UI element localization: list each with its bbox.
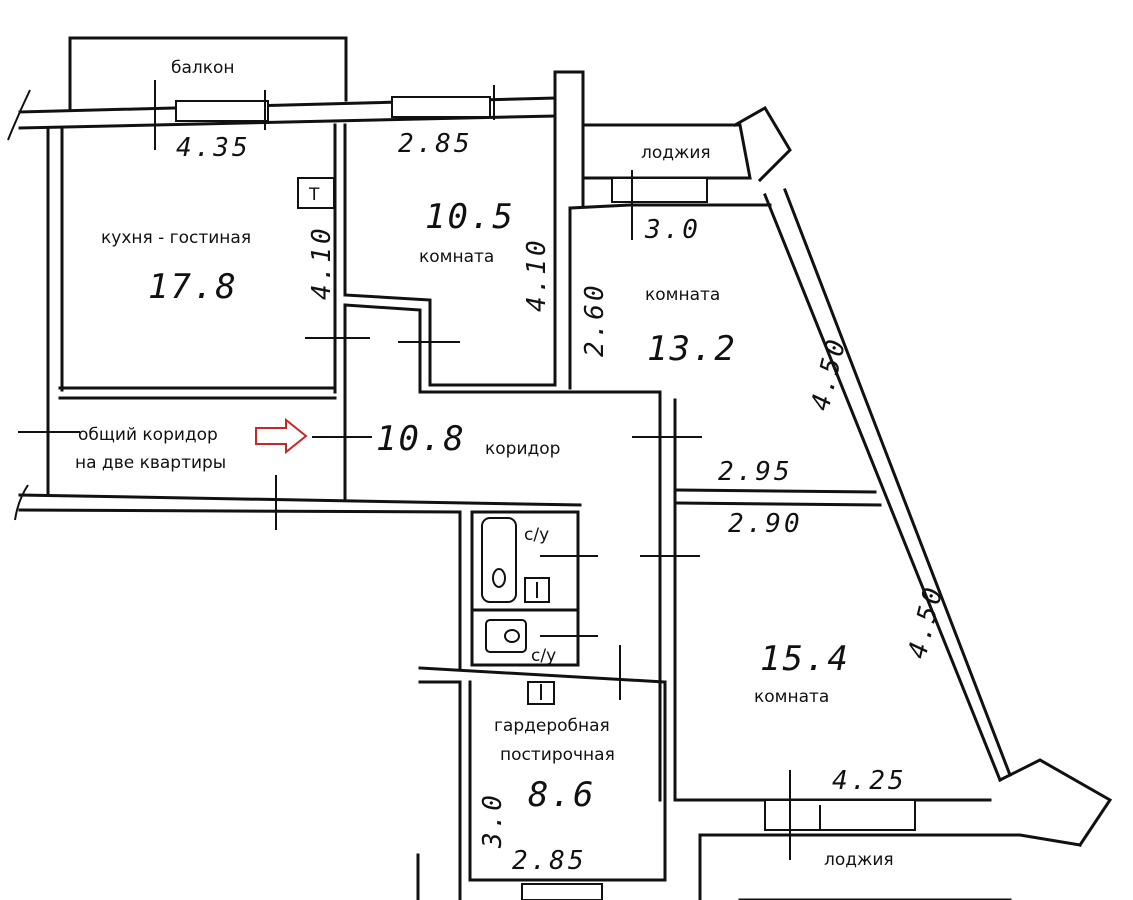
label-corridor: коридор	[485, 439, 560, 459]
area-room-a: 10.5	[425, 197, 515, 237]
area-room-b: 13.2	[647, 329, 737, 369]
walls	[7, 36, 1113, 900]
dim-room-c-right: 4.50	[903, 582, 950, 662]
arrow-icon	[255, 417, 308, 455]
label-wc-2: с/у	[531, 646, 556, 666]
dim-wardrobe-width: 2.85	[512, 846, 587, 876]
dim-kitchen-width: 4.35	[176, 133, 251, 163]
dim-room-c-top: 2.90	[728, 509, 803, 539]
dim-room-b-right: 4.50	[806, 334, 853, 414]
label-wc-1: с/у	[524, 525, 549, 545]
label-loggia-bottom: лоджия	[824, 850, 894, 870]
riser-icon	[297, 177, 335, 209]
bathtub-icon	[481, 517, 517, 603]
dim-room-a-width: 2.85	[398, 129, 473, 159]
area-kitchen: 17.8	[148, 267, 238, 307]
dim-wardrobe-depth: 3.0	[478, 792, 508, 849]
window-kitchen	[175, 100, 269, 122]
label-loggia-top: лоджия	[641, 143, 711, 163]
door-marks	[18, 80, 821, 860]
label-room-c: комната	[754, 687, 829, 707]
dim-room-a-depth: 4.10	[522, 237, 552, 312]
dim-room-b-bottom: 2.95	[718, 457, 793, 487]
label-common-corridor-2: на две квартиры	[75, 453, 226, 473]
area-room-c: 15.4	[760, 639, 850, 679]
fixtures	[297, 177, 555, 705]
wc-symbol: Т	[308, 185, 320, 205]
label-balcony: балкон	[171, 58, 235, 78]
dim-room-b-left: 2.60	[580, 282, 610, 357]
label-kitchen: кухня - гостиная	[101, 228, 251, 248]
label-wardrobe-1: гардеробная	[494, 716, 610, 736]
area-corridor: 10.8	[376, 419, 466, 459]
label-room-a: комната	[419, 247, 494, 267]
label-room-b: комната	[645, 285, 720, 305]
window-room-c	[764, 799, 916, 831]
dim-room-c-bottom: 4.25	[832, 766, 907, 796]
dim-kitchen-depth: 4.10	[307, 225, 337, 300]
window-room-b	[611, 177, 708, 203]
area-wardrobe: 8.6	[528, 775, 595, 815]
dim-room-b-top: 3.0	[644, 215, 701, 245]
bath-drain-icon	[492, 568, 506, 588]
label-common-corridor-1: общий коридор	[78, 425, 218, 445]
label-wardrobe-2: постирочная	[500, 745, 615, 765]
window-wardrobe	[521, 883, 603, 900]
window-room-a	[391, 96, 491, 118]
sink-drain-icon	[504, 629, 520, 643]
